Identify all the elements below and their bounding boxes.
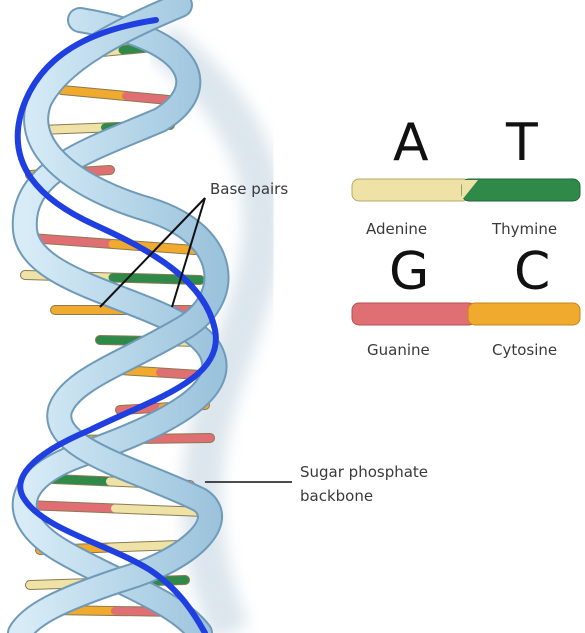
backbone-label-line1: Sugar phosphate — [300, 463, 428, 481]
letter-c: C — [514, 242, 550, 302]
adenine-label: Adenine — [366, 220, 427, 238]
base-pairs-label: Base pairs — [210, 180, 288, 198]
cytosine-label: Cytosine — [492, 341, 557, 359]
legend-gc: G C Guanine Cytosine — [352, 242, 580, 359]
thymine-label: Thymine — [491, 220, 557, 238]
cytosine-bar — [468, 303, 580, 325]
letter-t: T — [505, 113, 538, 173]
backbone-annotation: Sugar phosphate backbone — [205, 463, 428, 505]
thymine-bar — [462, 179, 580, 201]
adenine-bar — [352, 179, 470, 201]
backbone-label-line2: backbone — [300, 487, 373, 505]
guanine-label: Guanine — [367, 341, 430, 359]
guanine-bar — [352, 303, 476, 325]
letter-a: A — [393, 113, 429, 173]
base-pair-half — [25, 505, 115, 509]
letter-g: G — [389, 242, 429, 302]
legend-at: A T Adenine Thymine — [352, 113, 580, 238]
